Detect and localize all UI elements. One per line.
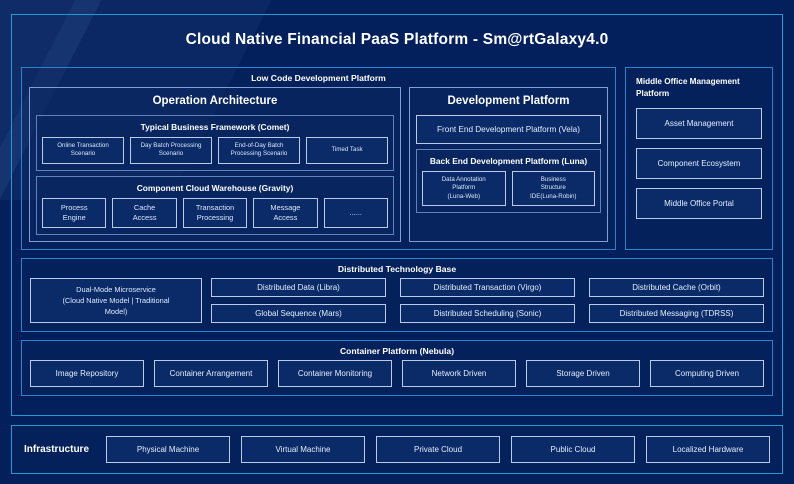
infrastructure-label: Infrastructure [24,444,90,455]
typical-business-framework-title: Typical Business Framework (Comet) [140,122,290,132]
low-code-development-platform-block: Low Code Development Platform Operation … [21,67,616,250]
cell-container-monitoring[interactable]: Container Monitoring [278,359,392,387]
container-platform-block: Container Platform (Nebula) Image Reposi… [21,339,773,396]
top-row: Low Code Development Platform Operation … [21,67,773,250]
middle-office-title: Middle Office Management Platform [636,77,740,98]
chip-transaction-processing[interactable]: Transaction Processing [182,197,248,228]
development-platform-title: Development Platform [447,95,570,107]
infra-item-virtual-machine[interactable]: Virtual Machine [241,436,366,463]
main-platform-panel: Cloud Native Financial PaaS Platform - S… [11,14,783,416]
cell-container-arrangement[interactable]: Container Arrangement [154,359,268,387]
cell-distributed-messaging[interactable]: Distributed Messaging (TDRSS) [589,303,764,323]
chip-cache-access[interactable]: Cache Access [112,197,177,228]
infrastructure-items: Physical Machine Virtual Machine Private… [106,436,771,463]
page-title: Cloud Native Financial PaaS Platform - S… [185,31,609,48]
cell-global-sequence[interactable]: Global Sequence (Mars) [211,303,386,323]
cell-storage-driven[interactable]: Storage Driven [526,359,640,387]
infra-item-physical-machine[interactable]: Physical Machine [106,436,231,463]
infra-item-private-cloud[interactable]: Private Cloud [376,436,501,463]
low-code-content: Operation Architecture Typical Business … [22,87,615,249]
component-cloud-warehouse-group: Component Cloud Warehouse (Gravity) Proc… [36,175,394,235]
container-platform-title: Container Platform (Nebula) [339,345,455,356]
middle-office-item-asset-management[interactable]: Asset Management [636,107,762,139]
infra-item-public-cloud[interactable]: Public Cloud [511,436,636,463]
middle-office-items: Asset Management Component Ecosystem Mid… [636,107,762,240]
cell-distributed-transaction[interactable]: Distributed Transaction (Virgo) [400,277,575,297]
chip-day-batch-processing-scenario[interactable]: Day Batch Processing Scenario [130,137,212,164]
cell-distributed-cache[interactable]: Distributed Cache (Orbit) [589,277,764,297]
chip-end-of-day-batch-processing-scenario[interactable]: End-of-Day Batch Processing Scenario [218,137,300,164]
distributed-technology-base-content: Dual-Mode Microservice (Cloud Native Mod… [22,277,772,331]
operation-architecture-title: Operation Architecture [152,95,278,107]
dual-mode-microservice-box[interactable]: Dual-Mode Microservice (Cloud Native Mod… [30,277,202,323]
chip-data-annotation-platform[interactable]: Data Annotation Platform (Luna-Web) [422,171,506,207]
chip-business-structure-ide[interactable]: Business Structure IDE(Luna-Robin) [511,171,595,207]
chip-message-access[interactable]: Message Access [253,197,318,228]
cell-distributed-data[interactable]: Distributed Data (Libra) [211,277,386,297]
middle-office-item-middle-office-portal[interactable]: Middle Office Portal [636,187,762,219]
component-cloud-warehouse-title: Component Cloud Warehouse (Gravity) [136,182,294,193]
front-end-development-platform[interactable]: Front End Development Platform (Vela) [416,115,601,144]
infra-item-localized-hardware[interactable]: Localized Hardware [646,436,771,463]
back-end-development-platform-group: Back End Development Platform (Luna) Dat… [416,149,601,214]
cell-computing-driven[interactable]: Computing Driven [650,359,764,387]
typical-business-framework-items: Online Transaction Scenario Day Batch Pr… [42,137,388,164]
distributed-technology-base-block: Distributed Technology Base Dual-Mode Mi… [21,257,773,332]
operation-architecture-block: Operation Architecture Typical Business … [29,87,401,242]
low-code-title: Low Code Development Platform [251,73,386,83]
chip-more-ellipsis[interactable]: ...... [323,197,389,228]
typical-business-framework-group: Typical Business Framework (Comet) Onlin… [36,115,394,171]
distributed-technology-base-title: Distributed Technology Base [337,263,457,274]
cell-image-repository[interactable]: Image Repository [30,359,144,387]
infrastructure-panel: Infrastructure Physical Machine Virtual … [11,425,783,474]
distributed-technology-grid: Distributed Data (Libra) Distributed Tra… [211,277,764,323]
cell-distributed-scheduling[interactable]: Distributed Scheduling (Sonic) [400,303,575,323]
development-platform-block: Development Platform Front End Developme… [409,87,608,242]
back-end-development-platform-title: Back End Development Platform (Luna) [429,156,588,166]
container-platform-content: Image Repository Container Arrangement C… [22,359,772,395]
back-end-items: Data Annotation Platform (Luna-Web) Busi… [422,171,595,207]
chip-process-engine[interactable]: Process Engine [42,197,107,228]
middle-office-management-platform-block: Middle Office Management Platform Asset … [625,67,773,250]
chip-online-transaction-scenario[interactable]: Online Transaction Scenario [42,137,124,164]
chip-timed-task[interactable]: Timed Task [306,137,388,164]
middle-office-item-component-ecosystem[interactable]: Component Ecosystem [636,147,762,179]
component-cloud-warehouse-items: Process Engine Cache Access Transaction … [42,197,389,228]
cell-network-driven[interactable]: Network Driven [402,359,516,387]
